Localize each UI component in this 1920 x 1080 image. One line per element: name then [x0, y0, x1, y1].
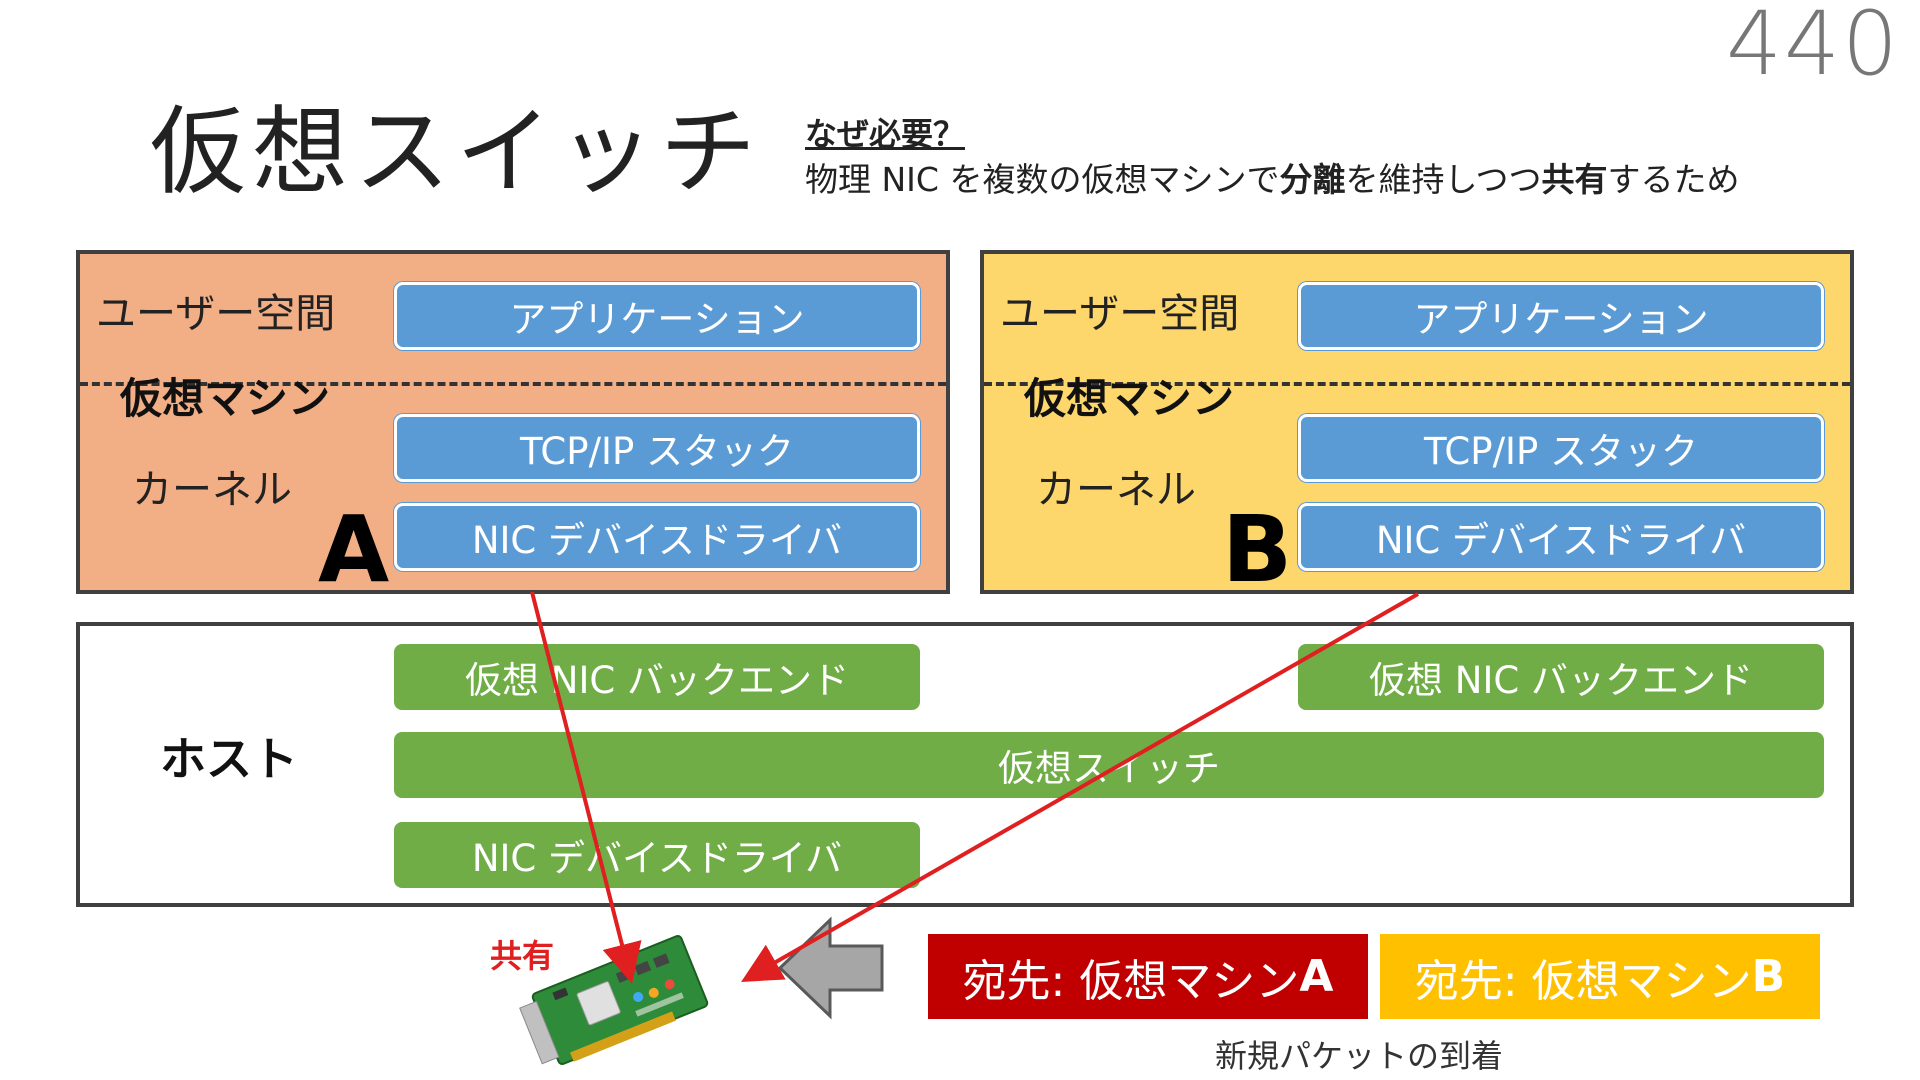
tcpip-stack-block: TCP/IP スタック	[394, 414, 920, 482]
tcpip-stack-block: TCP/IP スタック	[1298, 414, 1824, 482]
why-text-part: を維持しつつ	[1345, 160, 1542, 199]
nic-card-icon	[519, 935, 709, 1065]
user-space-label: ユーザー空間	[96, 291, 336, 337]
why-text-emphasis-isolation: 分離	[1279, 160, 1346, 199]
why-text: 物理 NIC を複数の仮想マシンで分離を維持しつつ共有するため	[805, 160, 1740, 199]
vm-b-box: ユーザー空間 仮想マシン カーネル B アプリケーション TCP/IP スタック…	[980, 250, 1854, 603]
why-text-emphasis-share: 共有	[1541, 160, 1608, 199]
why-text-part: 物理 NIC を複数の仮想マシンで	[805, 160, 1280, 199]
why-heading: なぜ必要？	[805, 115, 966, 153]
page-number: 440	[1726, 0, 1900, 95]
user-kernel-divider	[80, 382, 946, 386]
application-block: アプリケーション	[394, 282, 920, 350]
virtual-nic-backend-b: 仮想 NIC バックエンド	[1298, 644, 1824, 710]
vm-letter: A	[318, 496, 390, 603]
arrow-vm-b-to-nic	[741, 592, 1419, 982]
host-box: ホスト 仮想 NIC バックエンド 仮想 NIC バックエンド 仮想スイッチ N…	[76, 622, 1854, 907]
vm-a-box: ユーザー空間 仮想マシン カーネル A アプリケーション TCP/IP スタック…	[76, 250, 950, 603]
vm-label: 仮想マシン	[120, 374, 331, 423]
host-label: ホスト	[160, 732, 298, 786]
vm-letter: B	[1222, 496, 1293, 603]
virtual-nic-backend-a: 仮想 NIC バックエンド	[394, 644, 920, 710]
packet-a-prefix: 宛先: 仮想マシン	[962, 955, 1300, 1007]
kernel-label: カーネル	[132, 467, 292, 513]
left-arrow-icon	[777, 916, 884, 1020]
kernel-label: カーネル	[1036, 467, 1196, 513]
shared-label: 共有	[490, 937, 555, 975]
packet-b-letter: B	[1751, 951, 1786, 1002]
packet-b-prefix: 宛先: 仮想マシン	[1414, 955, 1752, 1007]
user-kernel-divider	[984, 382, 1850, 386]
arrow-vm-a-to-nic	[530, 591, 642, 984]
why-text-part: するため	[1607, 160, 1740, 199]
host-nic-driver-block: NIC デバイスドライバ	[394, 822, 920, 888]
nic-driver-block: NIC デバイスドライバ	[1298, 503, 1824, 571]
application-block: アプリケーション	[1298, 282, 1824, 350]
vm-label: 仮想マシン	[1024, 374, 1235, 423]
user-space-label: ユーザー空間	[1000, 291, 1240, 337]
packet-a-letter: A	[1299, 951, 1334, 1002]
nic-driver-block: NIC デバイスドライバ	[394, 503, 920, 571]
virtual-switch-block: 仮想スイッチ	[394, 732, 1824, 798]
arrival-label: 新規パケットの到着	[1215, 1037, 1504, 1075]
slide-title: 仮想スイッチ	[150, 96, 762, 208]
